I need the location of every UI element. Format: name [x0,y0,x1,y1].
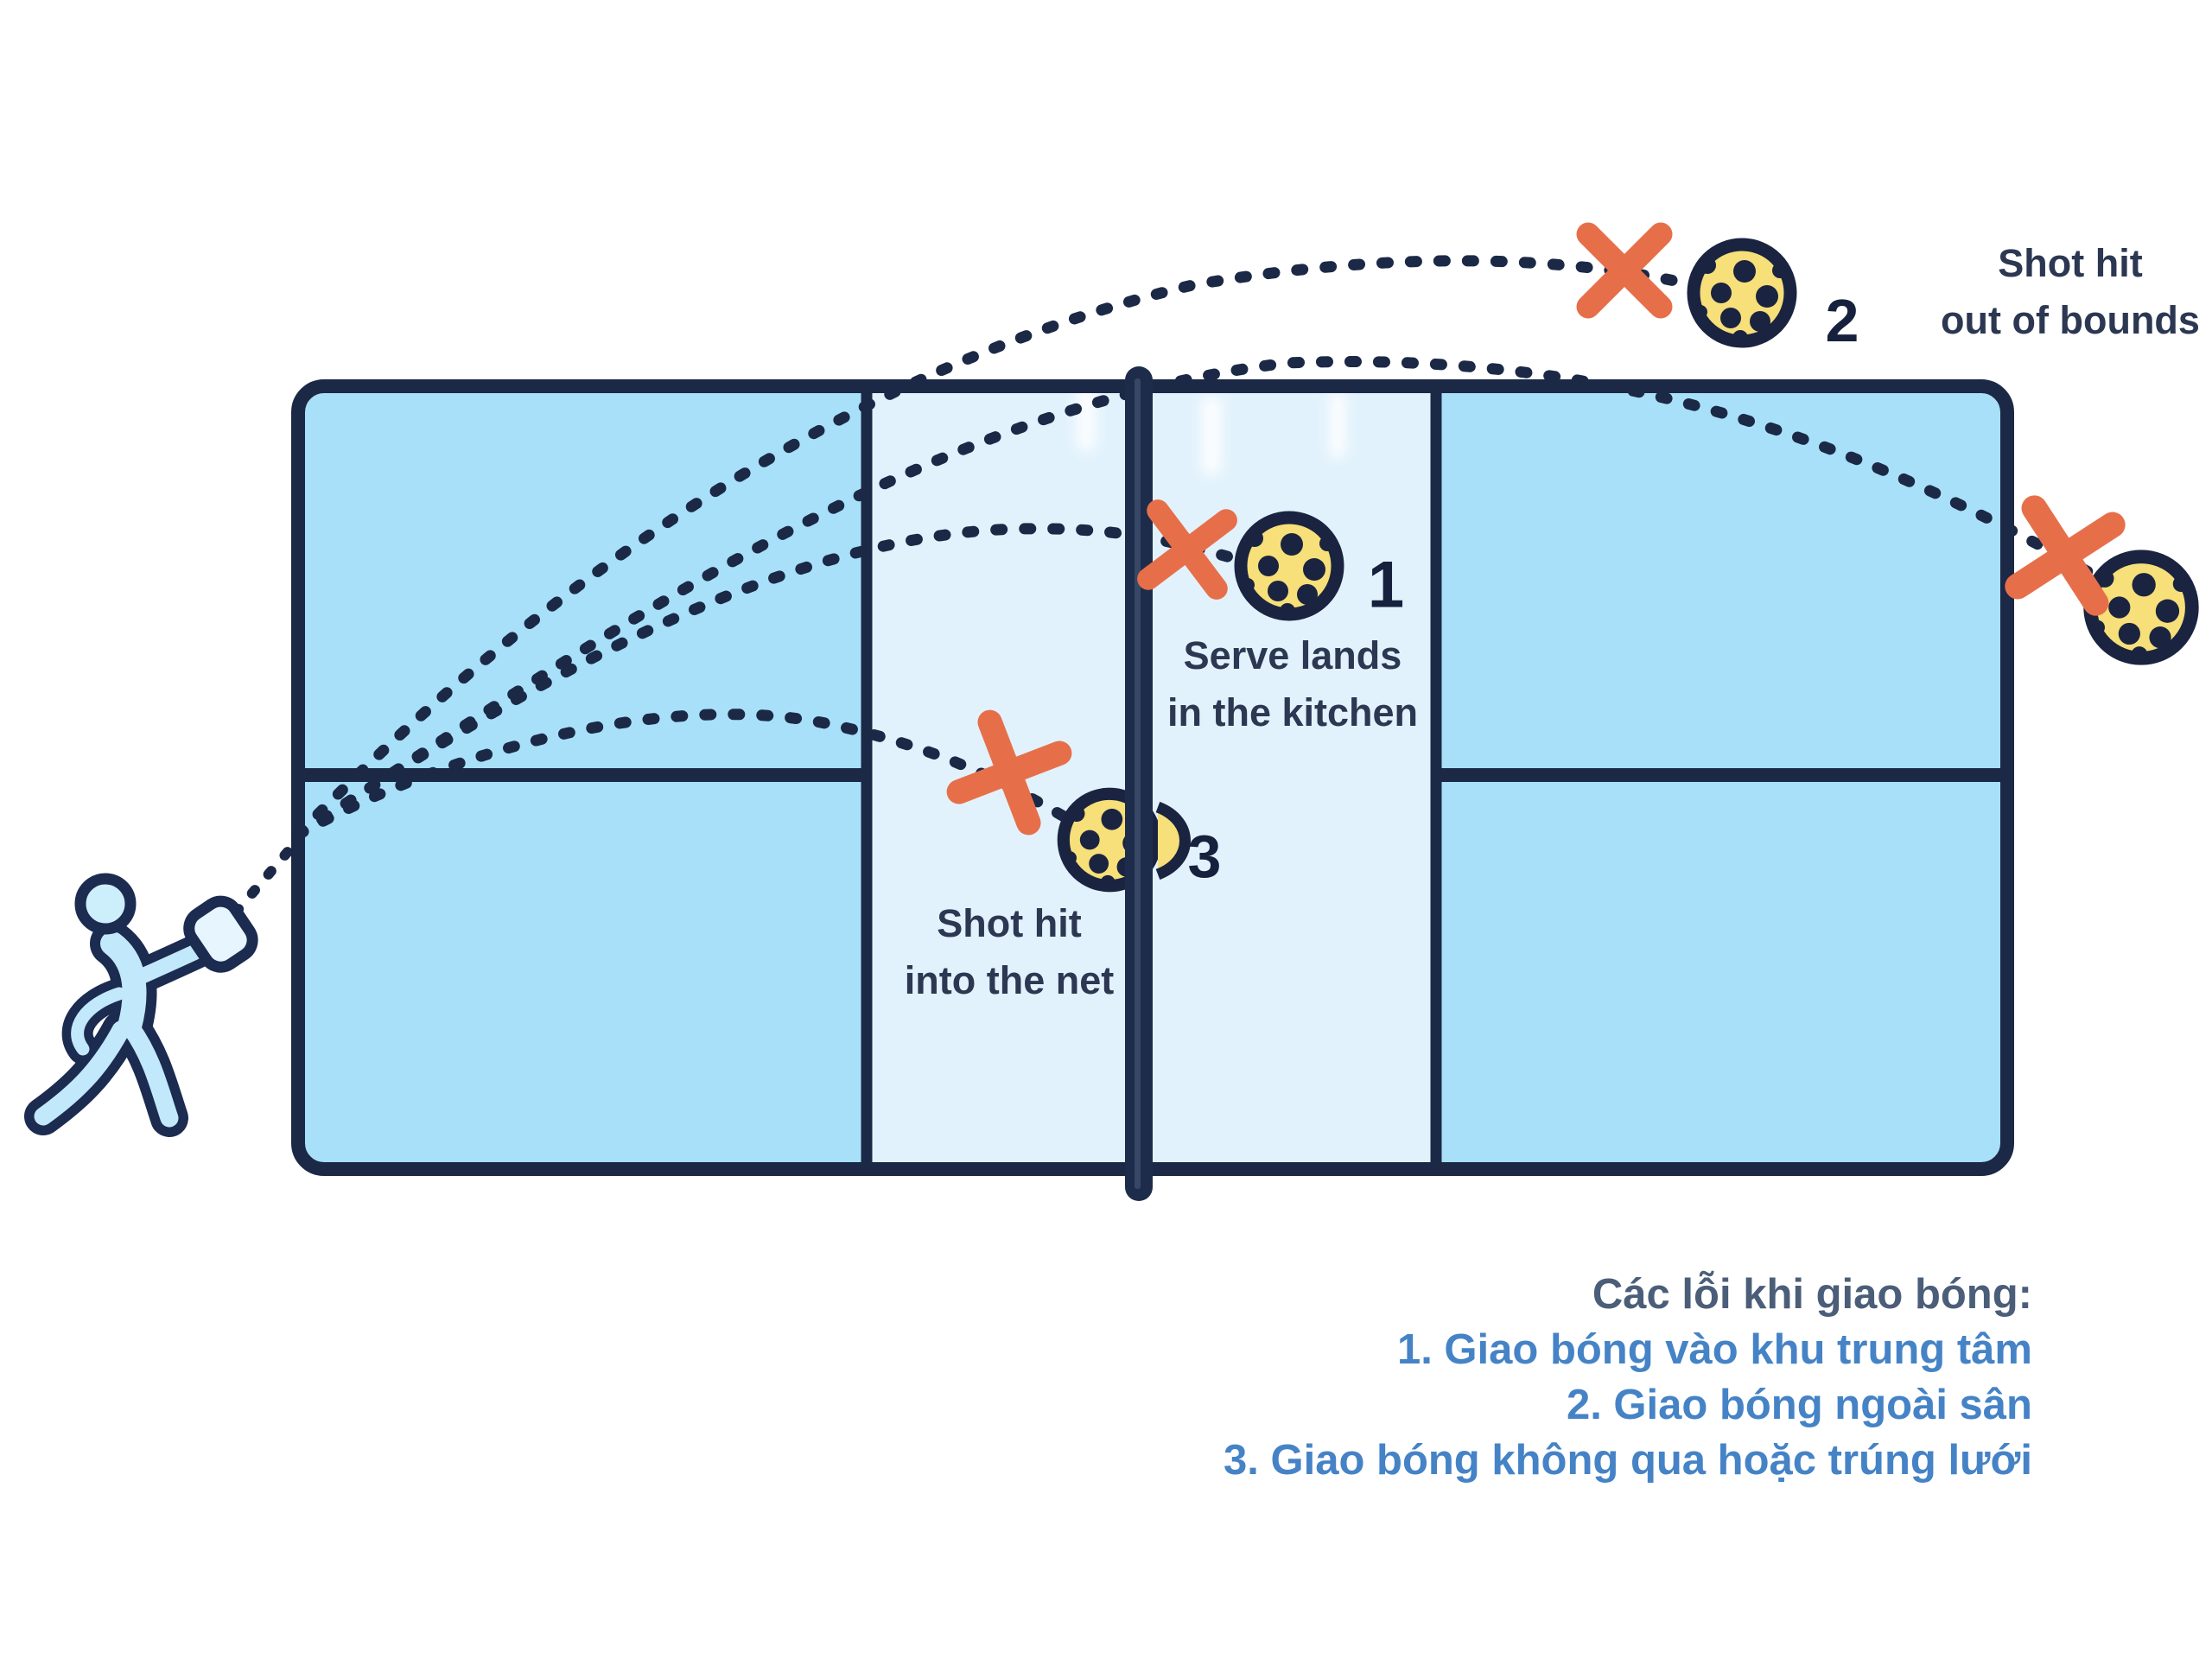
caption-item-3: 3. Giao bóng không qua hoặc trúng lưới [1224,1437,2032,1484]
pickleball-icon [1241,518,1338,619]
caption-item-1: 1. Giao bóng vào khu trung tâm [1396,1326,2032,1373]
label-shot-out-of-bounds: Shot hit out of bounds [1941,235,2200,349]
label-line: into the net [904,958,1115,1002]
label-line: Serve lands [1183,633,1402,677]
net [1125,366,1153,1201]
fault-number-3: 3 [1187,823,1222,890]
x-mark-icon [1588,234,1661,307]
pickleball-icon [1694,245,1790,346]
court-glare [1077,378,1346,475]
ball-crescent-through-net [1155,801,1191,880]
x-mark-icon [2018,508,2113,603]
paddle-icon [183,895,258,973]
label-line: Shot hit [1998,241,2143,285]
caption-item-2: 2. Giao bóng ngoài sân [1566,1382,2032,1428]
label-serve-lands-kitchen: Serve lands in the kitchen [1167,627,1418,741]
trajectory-out-of-bounds-top [292,255,1689,841]
player-serving-icon [24,873,258,1137]
fault-number-1: 1 [1367,548,1405,622]
label-line: out of bounds [1941,298,2200,342]
caption-block: Các lỗi khi giao bóng: 1. Giao bóng vào … [1224,1267,2032,1488]
label-line: Shot hit [937,901,1082,945]
label-line: in the kitchen [1166,690,1419,734]
fault-number-2: 2 [1825,287,1859,354]
net-highlight [1135,378,1141,1189]
trajectory-lead [214,842,297,937]
player-head [74,873,137,935]
trajectory-out-of-bounds-right [292,356,2101,841]
label-shot-into-net: Shot hit into the net [905,895,1114,1009]
caption-heading: Các lỗi khi giao bóng: [1592,1271,2032,1318]
